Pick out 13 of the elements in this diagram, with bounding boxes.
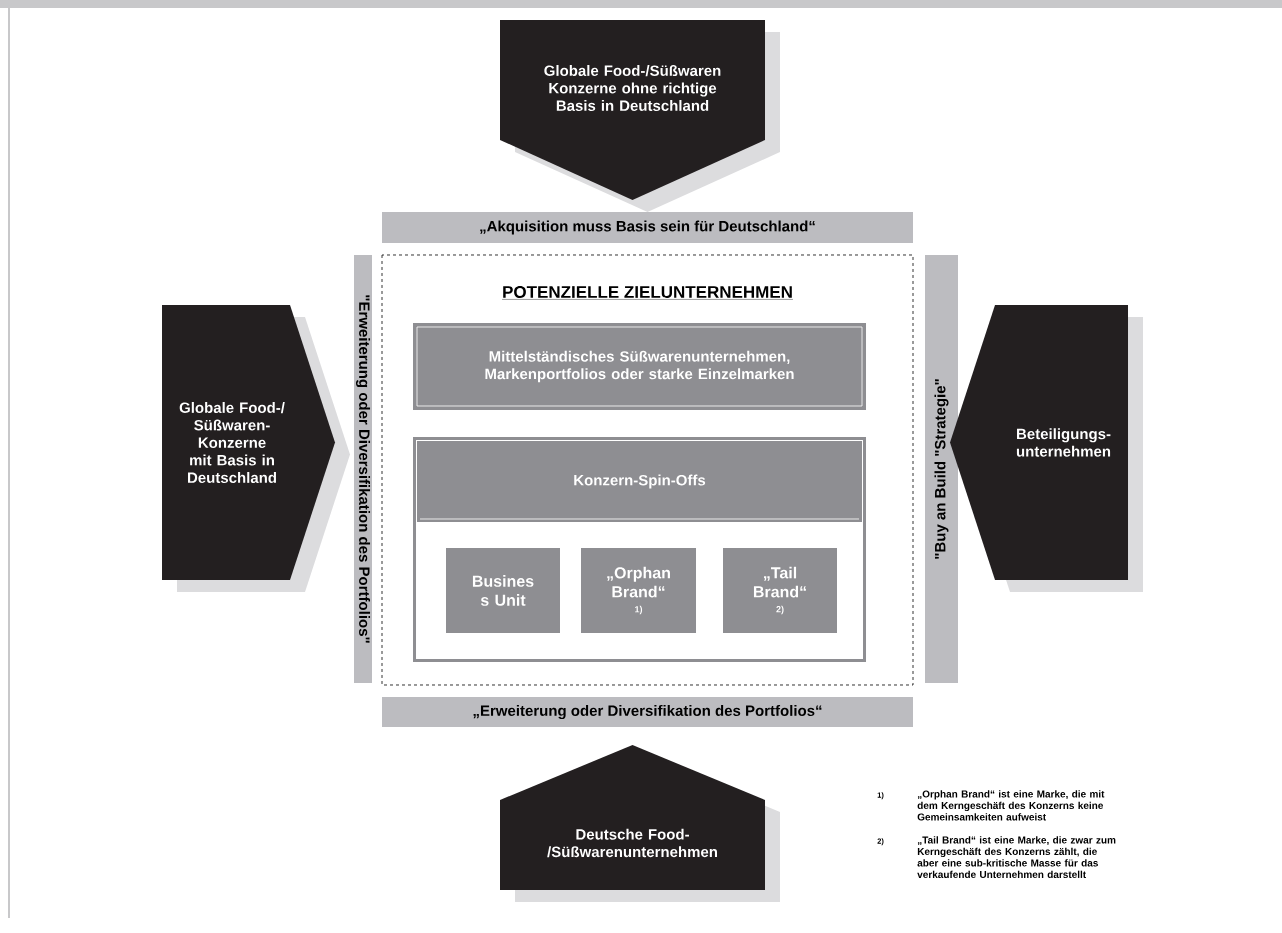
banner: „Akquisition muss Basis sein für Deutschland“ [382,212,913,243]
unit-box: Busines s Unit [446,548,560,633]
group-frame [413,437,866,662]
unit-box: „Orphan Brand“ 1) [581,548,696,633]
node-label: Konzern-Spin-Offs [574,474,706,489]
footnote-text: „Tail Brand“ ist eine Marke, die zwar zum Kerngeschäft des Konzerns zählt, die aber eine sub-kritische Masse für das verkaufende Unternehmen darstellt [917,836,1116,879]
footnote-text: „Orphan Brand“ ist eine Marke, die mit dem Kerngeschäft des Konzerns keine Gemeinsamkeiten aufweist [917,790,1105,821]
banner: "Erweiterung oder Diversifikation des Portfolios" [354,255,372,683]
category-box: Konzern-Spin-Offs [417,441,862,522]
banner: "Buy an Build "Strategie" [925,255,958,683]
unit-box: „Tail Brand“ 2) [723,548,837,633]
banner: „Erweiterung oder Diversifikation des Portfolios“ [382,697,913,727]
category-box: Mittelständisches Süßwarenunternehmen, Markenportfolios oder starke Einzelmarken [413,323,866,410]
